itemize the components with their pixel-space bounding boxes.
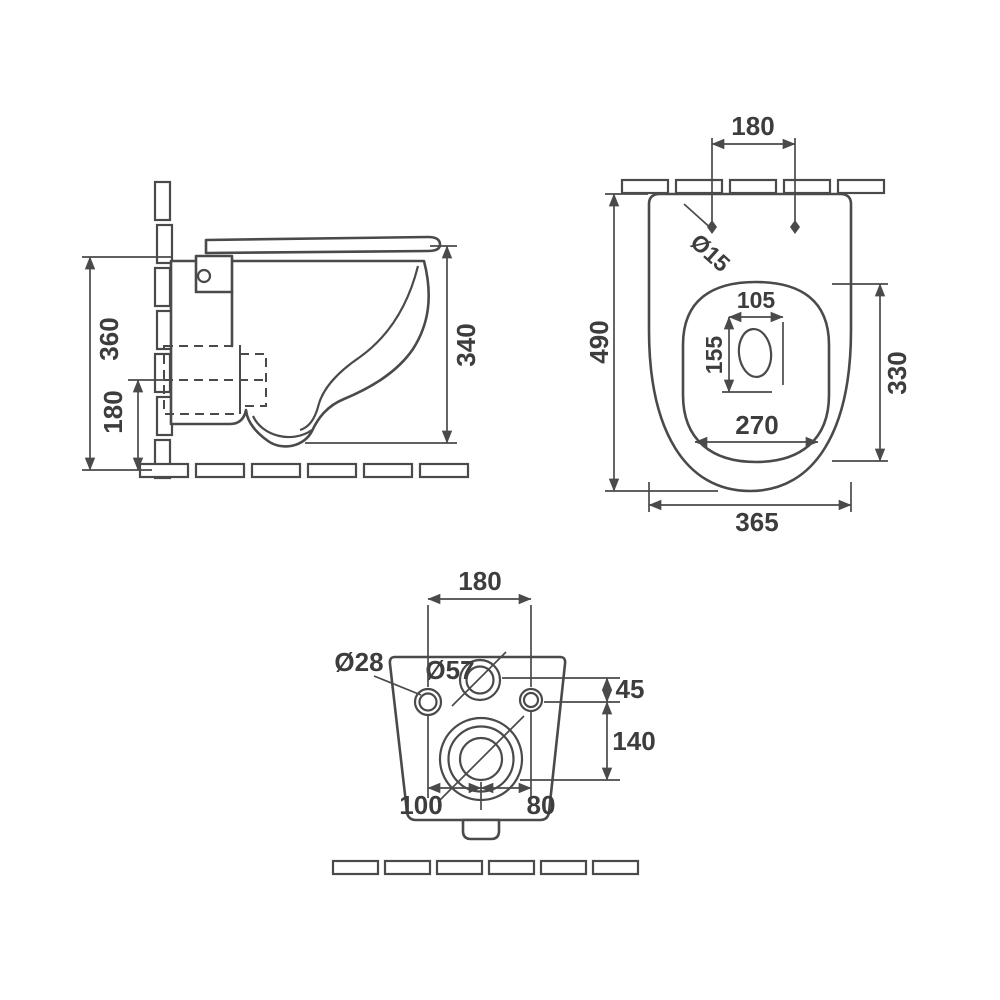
leader-line-d15 <box>683 203 715 232</box>
outlet-hidden-pipe <box>239 353 267 407</box>
svg-text:180: 180 <box>98 390 128 433</box>
seat-lid <box>204 235 442 255</box>
inlet-section-line <box>451 651 507 707</box>
dim-label-140: 140 <box>612 726 655 756</box>
floor-hatch-side <box>138 462 470 479</box>
wall-hatch <box>153 180 174 480</box>
dim-label-365: 365 <box>735 507 778 537</box>
dim-label-180-side: 180 <box>98 390 128 433</box>
toilet-trap-line <box>251 415 313 439</box>
fixing-hole-left-outer <box>413 687 443 717</box>
toilet-side-body <box>169 259 430 448</box>
inlet-outer-circle <box>458 658 502 702</box>
dim-label-d57: Ø57 <box>425 655 474 685</box>
dim-label-155: 155 <box>701 336 727 375</box>
svg-text:360: 360 <box>94 317 124 360</box>
dim-label-80: 80 <box>527 790 556 820</box>
top-view: Ø15 180 490 105 155 330 270 <box>584 111 912 537</box>
dim-label-d28: Ø28 <box>334 647 383 677</box>
fixing-hole-right-inner <box>522 691 540 709</box>
dim-label-180-bottom: 180 <box>458 566 501 596</box>
flush-connector-hole <box>196 268 212 284</box>
svg-text:340: 340 <box>451 323 481 366</box>
fixing-hole-left-inner <box>418 692 438 712</box>
bottom-view: Ø28 Ø57 180 45 140 100 80 <box>331 566 656 876</box>
floor-hatch-bottom <box>331 859 640 876</box>
flush-connector-box <box>194 254 234 294</box>
svg-text:490: 490 <box>584 320 614 363</box>
dim-label-105: 105 <box>737 287 776 313</box>
dim-label-180-top: 180 <box>731 111 774 141</box>
fixing-marker-left <box>707 220 717 234</box>
svg-text:330: 330 <box>882 351 912 394</box>
bowl-opening <box>681 280 831 464</box>
outlet-stub <box>461 818 501 841</box>
toilet-bowl-inner-line <box>299 265 420 432</box>
fixing-hole-right-outer <box>518 687 544 713</box>
inlet-inner-circle <box>465 665 495 695</box>
dim-label-100: 100 <box>399 790 442 820</box>
svg-text:155: 155 <box>701 336 727 375</box>
side-view: 360 180 340 <box>82 180 481 480</box>
dim-label-330: 330 <box>882 351 912 394</box>
fixing-marker-right <box>790 220 800 234</box>
flush-spot <box>737 327 773 379</box>
leader-line-d28 <box>373 675 422 696</box>
dim-label-490: 490 <box>584 320 614 363</box>
dim-label-45: 45 <box>616 674 645 704</box>
dim-label-360: 360 <box>94 317 124 360</box>
dim-label-270: 270 <box>735 410 778 440</box>
drain-inner-circle <box>458 736 504 782</box>
dim-label-340: 340 <box>451 323 481 366</box>
mounting-rail <box>620 178 886 195</box>
